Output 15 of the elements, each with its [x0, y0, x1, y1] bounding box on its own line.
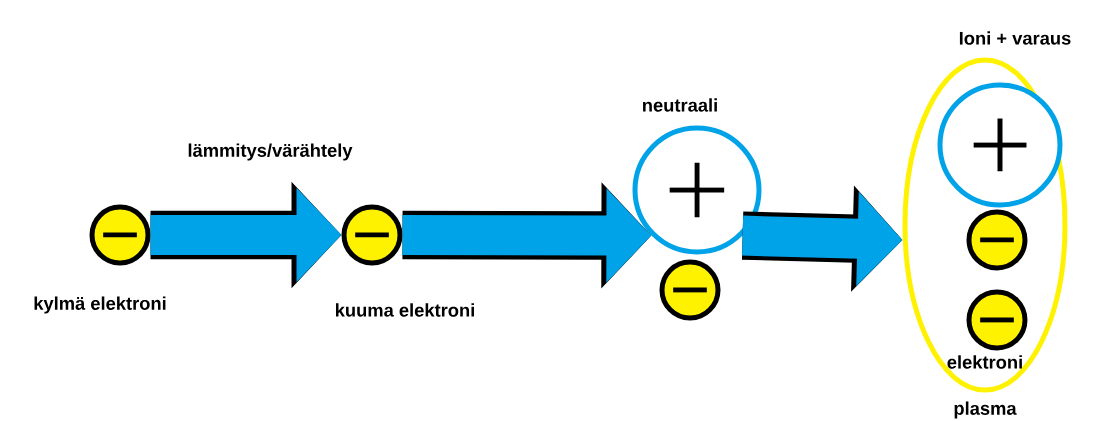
electron-circle — [341, 204, 403, 266]
node-label: plasma — [954, 401, 1017, 419]
edge-label: lämmitys/värähtely — [185, 141, 355, 163]
node-label: kylmä elektroni — [34, 296, 166, 314]
node-label: neutraali — [643, 98, 717, 112]
electron-circle — [966, 209, 1028, 271]
node-label: Ioni + varaus — [959, 31, 1071, 45]
ion-circle — [937, 82, 1063, 208]
electron-circle — [659, 259, 721, 321]
node-label: elektroni — [947, 355, 1022, 369]
ion-circle — [632, 125, 762, 255]
plasma-ellipse — [902, 57, 1068, 393]
node-label: kuuma elektroni — [336, 303, 474, 317]
electron-circle — [966, 289, 1028, 351]
electron-circle — [89, 204, 151, 266]
